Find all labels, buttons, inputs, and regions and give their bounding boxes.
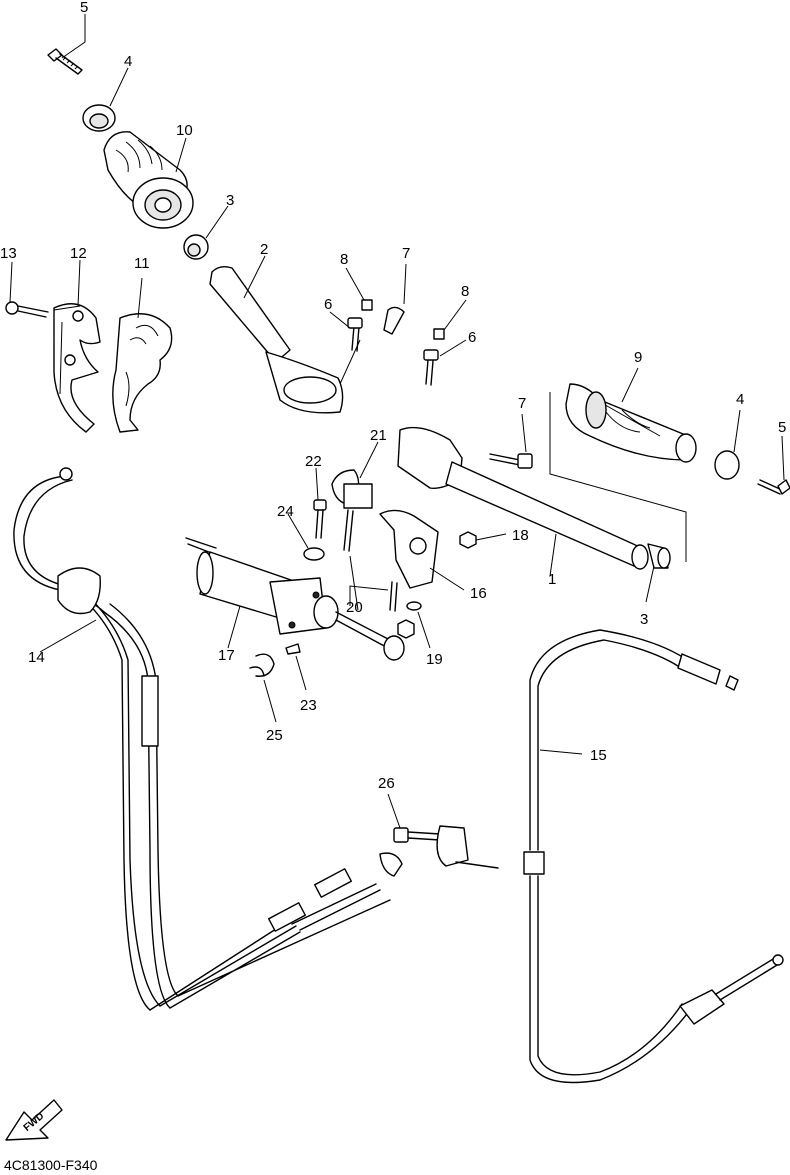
callout-1: 1 [548, 571, 556, 588]
bolt-7-left [383, 306, 405, 335]
callout-16: 16 [470, 585, 487, 602]
grip-bracket-outline [549, 392, 687, 562]
callout-19: 19 [426, 651, 443, 668]
callout-24: 24 [277, 503, 294, 520]
grip-end-screw-right [757, 479, 790, 495]
callout-5-left: 5 [80, 0, 88, 16]
switch-housing-lower-12 [53, 303, 101, 433]
callout-3-right: 3 [640, 611, 648, 628]
leader-lines [9, 14, 785, 829]
mounting-screw-13 [5, 301, 49, 318]
callout-7-right: 7 [518, 395, 526, 412]
steering-damper-17 [185, 537, 405, 661]
callout-8-left: 8 [340, 251, 348, 268]
callout-20: 20 [346, 599, 363, 616]
callout-17: 17 [218, 647, 235, 664]
handlebar-left-2 [209, 265, 344, 414]
cable-clamp-26 [379, 825, 499, 877]
grip-end-collar-right [647, 543, 671, 569]
nut-18 [459, 531, 477, 549]
callout-22: 22 [305, 453, 322, 470]
handlebar-right-1 [397, 426, 649, 570]
callout-4-right: 4 [736, 391, 744, 408]
callout-21: 21 [370, 427, 387, 444]
grip-end-collar-left [183, 234, 209, 260]
washer-24 [303, 547, 325, 561]
callout-8-right: 8 [461, 283, 469, 300]
callout-10: 10 [176, 122, 193, 139]
callout-15: 15 [590, 747, 607, 764]
callout-25: 25 [266, 727, 283, 744]
callout-9: 9 [634, 349, 642, 366]
switch-housing-upper-11 [112, 313, 173, 433]
throttle-grip-left [103, 131, 194, 229]
bolt-20 [343, 509, 398, 612]
callout-12: 12 [70, 245, 87, 262]
clip-25 [249, 653, 275, 677]
callout-13: 13 [0, 245, 17, 262]
callout-26: 26 [378, 775, 395, 792]
callout-14: 14 [28, 649, 45, 666]
throttle-cable-14 [13, 467, 391, 1011]
callout-3-left: 3 [226, 192, 234, 209]
damper-bracket-16 [379, 509, 439, 589]
cap-nut-8-right [433, 328, 445, 340]
bolt-22 [313, 499, 327, 539]
callout-6-right: 6 [468, 329, 476, 346]
cap-nut-8-left [361, 299, 373, 311]
cable-15 [523, 629, 784, 1084]
callout-18: 18 [512, 527, 529, 544]
pinch-bolt-6-left [347, 317, 363, 352]
diagram-code: 4C81300-F340 [4, 1157, 98, 1173]
grip-right-9 [565, 383, 697, 463]
callout-11: 11 [134, 255, 150, 272]
pinch-bolt-6-right [423, 349, 439, 386]
damper-bracket-21 [331, 469, 373, 509]
grip-end-weight-right [714, 450, 740, 480]
washer-23 [285, 643, 301, 655]
bolt-7-right [489, 453, 533, 469]
callout-6-left: 6 [324, 296, 332, 313]
callout-4-left: 4 [124, 53, 132, 70]
fwd-arrow-icon: FWD [5, 1099, 63, 1141]
callout-7-left: 7 [402, 245, 410, 262]
callout-23: 23 [300, 697, 317, 714]
washer-19 [397, 601, 422, 639]
callout-labels: 5 4 10 3 2 13 12 11 8 7 6 8 6 9 7 4 5 21… [0, 0, 786, 792]
callout-5-right: 5 [778, 419, 786, 436]
callout-2: 2 [260, 241, 268, 258]
grip-end-weight-left [82, 104, 116, 132]
grip-end-screw-left [47, 48, 83, 75]
